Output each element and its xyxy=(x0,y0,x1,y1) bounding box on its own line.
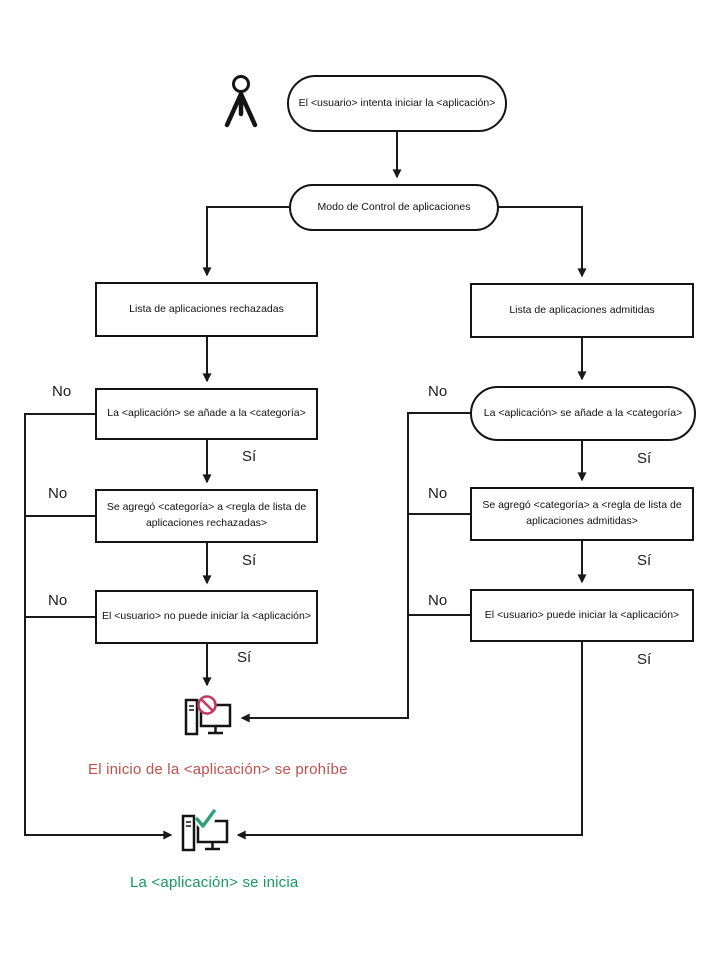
computer-started-icon xyxy=(180,808,230,863)
branch-label-no: No xyxy=(48,485,68,502)
branch-label-no: No xyxy=(428,485,448,502)
node-denylist: Lista de aplicaciones rechazadas xyxy=(95,282,318,337)
branch-label-no: No xyxy=(428,592,448,609)
check-badge xyxy=(195,809,216,828)
branch-label-yes: Sí xyxy=(237,649,252,666)
outcome-started-text: La <aplicación> se inicia xyxy=(130,874,299,891)
branch-label-yes: Sí xyxy=(637,450,652,467)
branch-label-no: No xyxy=(52,383,72,400)
connector-left-no-trunk xyxy=(24,413,173,840)
node-application-control-mode: Modo de Control de aplicaciones xyxy=(289,184,499,231)
connector-allowresult-to-started-icon xyxy=(236,642,583,840)
computer-blocked-icon xyxy=(183,692,233,747)
branch-label-yes: Sí xyxy=(242,448,257,465)
branch-label-no: No xyxy=(48,592,68,609)
outcome-blocked-text: El inicio de la <aplicación> se prohíbe xyxy=(88,761,348,778)
node-allow-category: La <aplicación> se añade a la <categoría… xyxy=(470,386,696,441)
node-start: El <usuario> intenta iniciar la <aplicac… xyxy=(287,75,507,132)
node-deny-result: El <usuario> no puede iniciar la <aplica… xyxy=(95,590,318,644)
node-deny-rule: Se agregó <categoría> a <regla de lista … xyxy=(95,489,318,543)
node-allow-rule: Se agregó <categoría> a <regla de lista … xyxy=(470,487,694,541)
user-icon xyxy=(222,74,260,133)
branch-label-yes: Sí xyxy=(242,552,257,569)
node-allow-result: El <usuario> puede iniciar la <aplicació… xyxy=(470,589,694,642)
branch-label-yes: Sí xyxy=(637,552,652,569)
node-deny-category: La <aplicación> se añade a la <categoría… xyxy=(95,388,318,440)
branch-label-no: No xyxy=(428,383,448,400)
branch-label-yes: Sí xyxy=(637,651,652,668)
node-allowlist: Lista de aplicaciones admitidas xyxy=(470,283,694,338)
connector-mode-to-denylist xyxy=(202,206,289,277)
prohibited-badge-slash xyxy=(200,698,214,712)
connector-mode-to-allowlist xyxy=(499,206,587,278)
connector-right-no-trunk xyxy=(240,412,470,723)
